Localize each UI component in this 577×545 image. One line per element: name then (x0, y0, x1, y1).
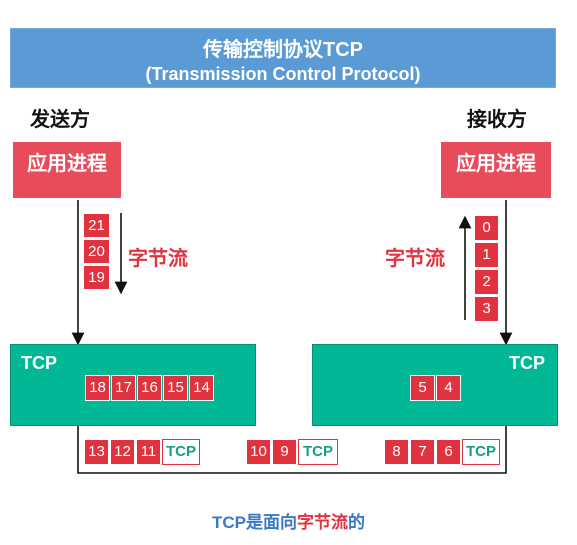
banner-subtitle: (Transmission Control Protocol) (145, 64, 421, 84)
banner-title: 传输控制协议TCP (203, 39, 363, 61)
sender-stream-label: 字节流 (128, 248, 188, 270)
sender-role: 发送方 (30, 109, 90, 131)
sender-tcp-label: TCP (21, 353, 57, 373)
segment-byte: 6 (436, 439, 461, 465)
receiver-stream-label: 字节流 (385, 248, 445, 270)
receiver-stream-byte: 1 (474, 242, 499, 268)
segment-byte: 11 (136, 439, 161, 465)
title-banner: 传输控制协议TCP (Transmission Control Protocol… (10, 28, 556, 88)
sender-tcp-box: TCP 18 17 16 15 14 (10, 344, 256, 426)
sender-buffer-byte: 16 (137, 375, 162, 401)
receiver-role: 接收方 (467, 109, 527, 131)
receiver-buffer-byte: 4 (436, 375, 461, 401)
receiver-stream-byte: 3 (474, 296, 499, 322)
segment-header: TCP (162, 439, 200, 465)
receiver-tcp-box: TCP 5 4 (312, 344, 558, 426)
segment-byte: 13 (84, 439, 109, 465)
sender-process-label: 应用进程 (27, 153, 107, 175)
sender-stream-byte: 20 (83, 239, 110, 264)
sender-stream-byte: 21 (83, 213, 110, 238)
sender-buffer-byte: 17 (111, 375, 136, 401)
sender-stream-byte: 19 (83, 265, 110, 290)
segment-header: TCP (462, 439, 500, 465)
sender-buffer-byte: 15 (163, 375, 188, 401)
network-line (77, 424, 507, 474)
caption-part2: 字节流 (297, 513, 348, 532)
segment-byte: 8 (384, 439, 409, 465)
segment-byte: 12 (110, 439, 135, 465)
receiver-stream-byte: 0 (474, 215, 499, 241)
caption: TCP是面向字节流的 (0, 508, 577, 533)
segment: 10 9 TCP (246, 439, 338, 465)
segment-byte: 7 (410, 439, 435, 465)
receiver-buffer-byte: 5 (410, 375, 435, 401)
segment: 8 7 6 TCP (384, 439, 500, 465)
sender-buffer-byte: 18 (85, 375, 110, 401)
sender-process: 应用进程 (13, 142, 121, 198)
caption-part3: 的 (348, 513, 365, 532)
receiver-process: 应用进程 (441, 142, 551, 198)
segment: 13 12 11 TCP (84, 439, 200, 465)
segment-byte: 9 (272, 439, 297, 465)
segment-byte: 10 (246, 439, 271, 465)
receiver-stream-byte: 2 (474, 269, 499, 295)
sender-buffer-byte: 14 (189, 375, 214, 401)
caption-part1: TCP是面向 (212, 513, 297, 532)
segment-header: TCP (298, 439, 338, 465)
receiver-process-label: 应用进程 (456, 153, 536, 175)
receiver-tcp-label: TCP (509, 353, 545, 373)
